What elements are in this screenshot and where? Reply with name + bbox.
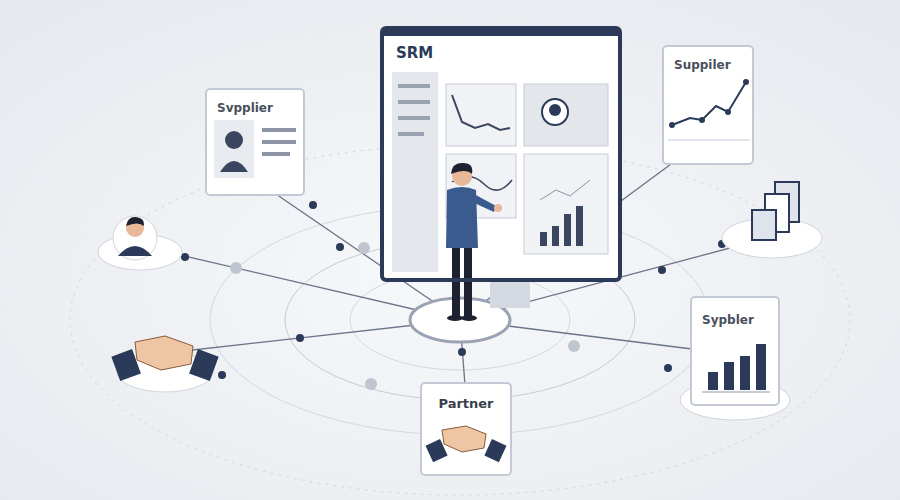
srm-monitor: SRM [380, 26, 622, 282]
supplier-card: Sypbler [690, 296, 780, 406]
card-title: Partner [438, 396, 493, 411]
card-title: Suppiler [674, 58, 731, 72]
supplier-card: Svpplier [205, 88, 305, 196]
supplier-card: Suppiler [662, 45, 754, 165]
screen-title: SRM [396, 44, 433, 62]
card-title: Sypbler [702, 313, 754, 327]
partner-card: Partner [420, 382, 512, 476]
card-title: Svpplier [217, 101, 273, 115]
